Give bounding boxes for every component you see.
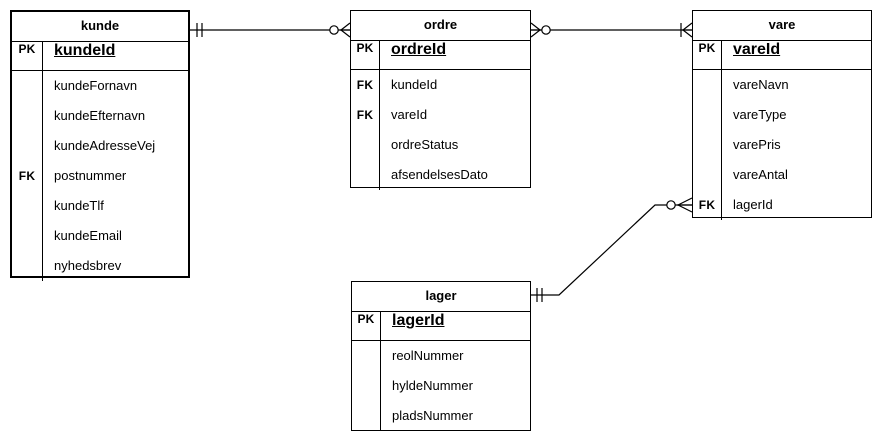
attribute-name: vareId <box>391 107 428 122</box>
pk-name-vare: vareId <box>733 41 781 58</box>
attribute-row[interactable]: ordreStatus <box>351 130 530 160</box>
relationship-lager-vare[interactable] <box>531 197 693 302</box>
attribute-row[interactable]: hyldeNummer <box>352 371 530 401</box>
attribute-row[interactable]: pladsNummer <box>352 401 530 431</box>
key-column-rule <box>379 70 380 190</box>
entity-table-kunde[interactable]: kunde PK kundeId kundeFornavn kundeEfter… <box>10 10 190 281</box>
attribute-name: kundeAdresseVej <box>54 138 156 153</box>
entity-table-ordre[interactable]: ordre PK ordreId FK kundeId FK vareId or… <box>350 10 531 190</box>
attribute-name: nyhedsbrev <box>54 258 122 273</box>
key-column-rule <box>380 341 381 431</box>
attribute-name: reolNummer <box>392 348 464 363</box>
attribute-name: vareNavn <box>733 77 789 92</box>
entity-attributes-ordre: FK kundeId FK vareId ordreStatus afsende… <box>351 70 530 190</box>
attribute-row[interactable]: kundeAdresseVej <box>12 131 188 161</box>
attribute-row[interactable]: nyhedsbrev <box>12 251 188 281</box>
pk-marker-kunde: PK <box>18 42 36 56</box>
fk-marker-kunde-postnummer: FK <box>18 169 36 183</box>
attribute-row[interactable]: kundeEmail <box>12 221 188 251</box>
attribute-name: kundeId <box>391 77 438 92</box>
attribute-row[interactable]: vareType <box>693 100 871 130</box>
attribute-name: kundeFornavn <box>54 78 138 93</box>
attribute-row[interactable]: kundeFornavn <box>12 71 188 101</box>
key-column-rule <box>721 41 722 69</box>
attribute-name: kundeEfternavn <box>54 108 146 123</box>
attribute-name: ordreStatus <box>391 137 459 152</box>
fk-marker-ordre-kundeid: FK <box>356 78 374 92</box>
attribute-row[interactable]: varePris <box>693 130 871 160</box>
attribute-row[interactable]: reolNummer <box>352 341 530 371</box>
relationship-ordre-vare[interactable] <box>530 22 693 38</box>
attribute-row[interactable]: FK postnummer <box>12 161 188 191</box>
attribute-row[interactable]: kundeTlf <box>12 191 188 221</box>
attribute-name: kundeTlf <box>54 198 104 213</box>
attribute-name: varePris <box>733 137 781 152</box>
entity-title-lager: lager <box>352 282 530 312</box>
pk-name-kunde: kundeId <box>54 42 116 59</box>
attribute-row[interactable]: FK kundeId <box>351 70 530 100</box>
entity-pk-row-kunde[interactable]: PK kundeId <box>12 42 188 71</box>
entity-title-ordre: ordre <box>351 11 530 41</box>
relationship-kunde-ordre[interactable] <box>190 22 351 38</box>
attribute-name: vareAntal <box>733 167 788 182</box>
pk-marker-vare: PK <box>698 41 716 55</box>
entity-attributes-kunde: kundeFornavn kundeEfternavn kundeAdresse… <box>12 71 188 281</box>
entity-attributes-vare: vareNavn vareType varePris vareAntal FK … <box>693 70 871 220</box>
key-column-rule <box>380 312 381 340</box>
pk-name-lager: lagerId <box>392 312 445 329</box>
pk-name-ordre: ordreId <box>391 41 447 58</box>
attribute-row[interactable]: vareAntal <box>693 160 871 190</box>
attribute-name: vareType <box>733 107 787 122</box>
entity-table-lager[interactable]: lager PK lagerId reolNummer hyldeNummer … <box>351 281 531 431</box>
attribute-row[interactable]: vareNavn <box>693 70 871 100</box>
entity-pk-row-vare[interactable]: PK vareId <box>693 41 871 70</box>
attribute-name: hyldeNummer <box>392 378 473 393</box>
entity-table-vare[interactable]: vare PK vareId vareNavn vareType varePri… <box>692 10 872 220</box>
pk-marker-ordre: PK <box>356 41 374 55</box>
attribute-row[interactable]: afsendelsesDato <box>351 160 530 190</box>
fk-marker-ordre-vareid: FK <box>356 108 374 122</box>
pk-marker-lager: PK <box>357 312 375 326</box>
fk-marker-vare-lagerid: FK <box>698 198 716 212</box>
entity-pk-row-ordre[interactable]: PK ordreId <box>351 41 530 70</box>
attribute-name: afsendelsesDato <box>391 167 488 182</box>
attribute-row[interactable]: kundeEfternavn <box>12 101 188 131</box>
attribute-name: lagerId <box>733 197 773 212</box>
attribute-row[interactable]: FK lagerId <box>693 190 871 220</box>
attribute-name: pladsNummer <box>392 408 473 423</box>
key-column-rule <box>42 42 43 70</box>
attribute-name: postnummer <box>54 168 127 183</box>
key-column-rule <box>721 70 722 220</box>
entity-title-vare: vare <box>693 11 871 41</box>
attribute-name: kundeEmail <box>54 228 122 243</box>
entity-pk-row-lager[interactable]: PK lagerId <box>352 312 530 341</box>
attribute-row[interactable]: FK vareId <box>351 100 530 130</box>
key-column-rule <box>379 41 380 69</box>
entity-title-kunde: kunde <box>12 12 188 42</box>
entity-attributes-lager: reolNummer hyldeNummer pladsNummer <box>352 341 530 431</box>
key-column-rule <box>42 71 43 281</box>
